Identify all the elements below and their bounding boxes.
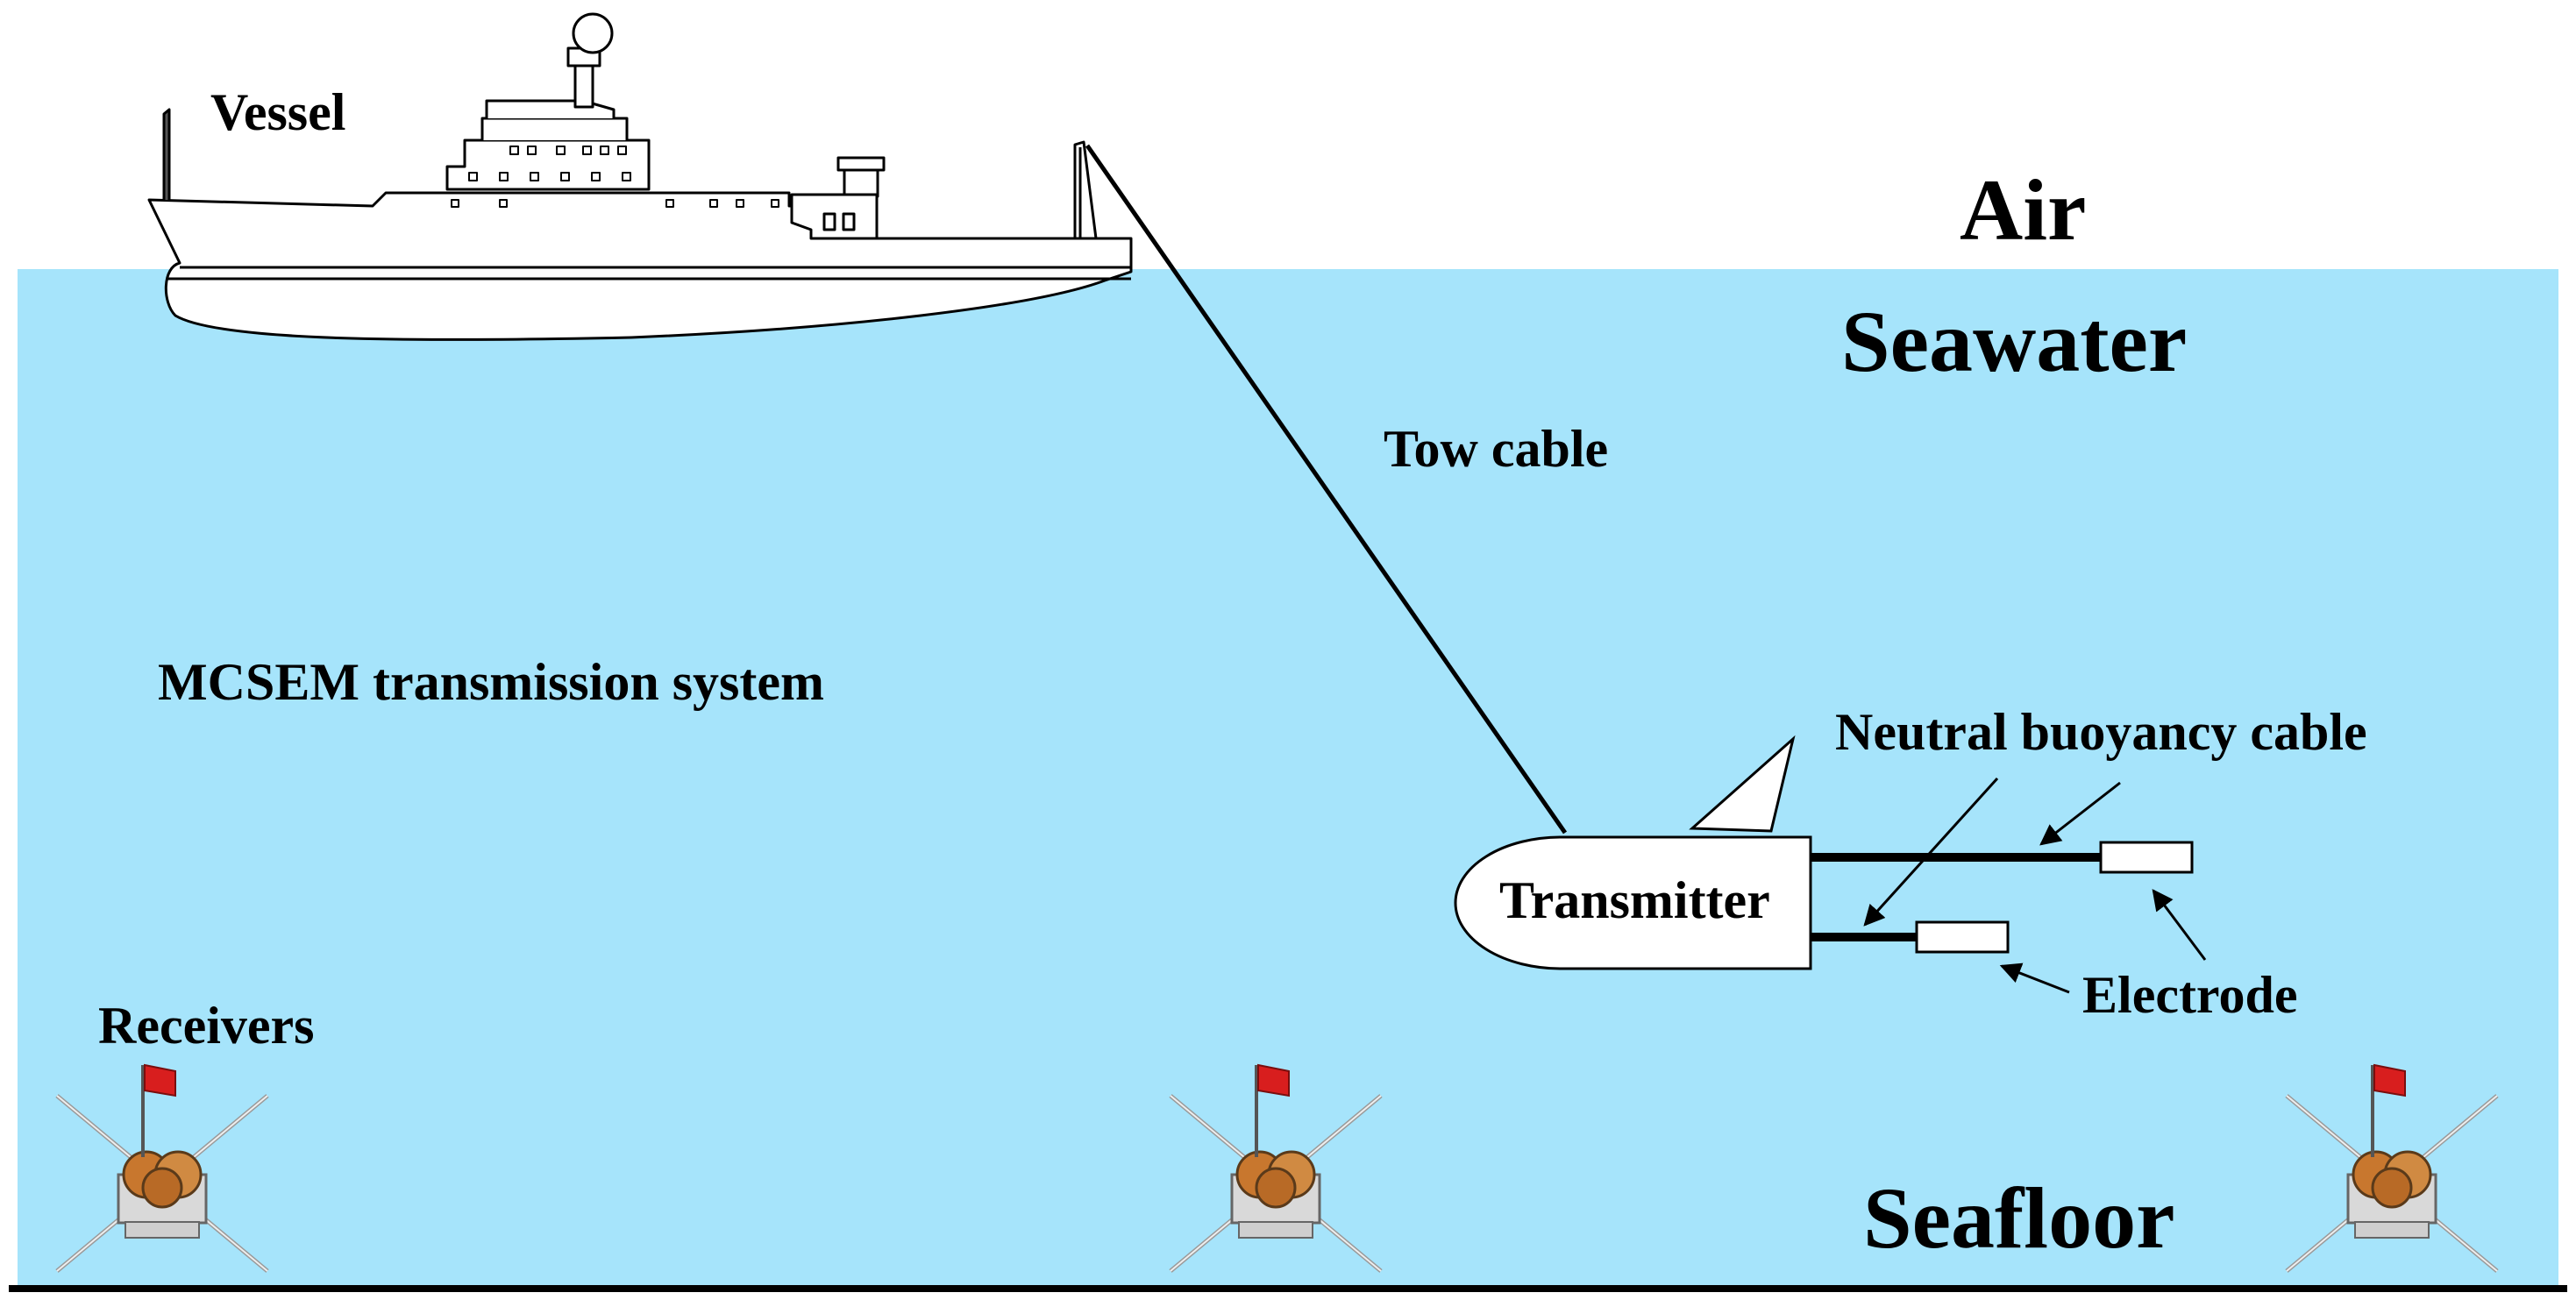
transmitter-label: Transmitter: [1499, 871, 1770, 929]
electrode-upper: [2099, 841, 2194, 874]
electrode-pointer-upper: [2152, 889, 2207, 961]
system-label: MCSEM transmission system: [158, 653, 824, 711]
vessel-icon: [147, 12, 1133, 341]
air-label: Air: [1960, 161, 2086, 259]
electrode-label: Electrode: [2082, 966, 2297, 1024]
electrode-pointer-lower: [1999, 962, 2070, 994]
cable-pointer-upper: [2039, 781, 2121, 846]
tow-cable-line: [1085, 144, 1568, 835]
tow-cable-label: Tow cable: [1384, 420, 1608, 478]
seafloor-label: Seafloor: [1863, 1169, 2174, 1267]
neutral-buoyancy-cable-label: Neutral buoyancy cable: [1835, 703, 2367, 761]
seawater-region: [18, 269, 2558, 1288]
electrode-lower: [1915, 920, 2010, 954]
seawater-label: Seawater: [1841, 293, 2187, 390]
cable-pointer-lower: [1863, 777, 1999, 927]
receivers-label: Receivers: [98, 997, 315, 1055]
vessel-label: Vessel: [210, 83, 345, 141]
transmitter-icon: [1454, 735, 1812, 970]
